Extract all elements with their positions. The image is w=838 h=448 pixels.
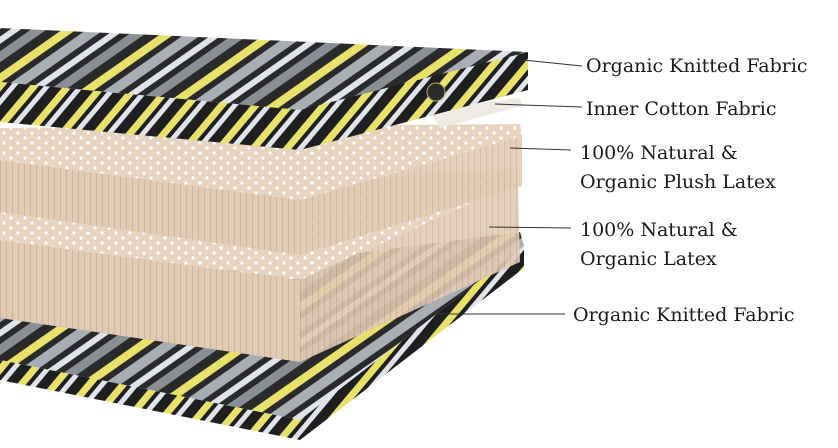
leader-line-latex — [488, 226, 572, 229]
label-inner-cotton: Inner Cotton Fabric — [586, 98, 777, 120]
label-latex: 100% Natural & Organic Latex — [580, 216, 738, 274]
label-bottom-fabric: Organic Knitted Fabric — [573, 304, 795, 326]
plush-latex-layer — [0, 124, 522, 255]
label-latex-line-1: 100% Natural & — [580, 219, 738, 241]
leader-lines — [437, 59, 583, 315]
label-latex-line-2: Organic Latex — [580, 248, 717, 270]
label-top-fabric: Organic Knitted Fabric — [586, 55, 808, 77]
leader-line-inner-cotton — [494, 103, 583, 108]
inner-cotton-layer — [430, 98, 522, 128]
label-plush-latex-line-1: 100% Natural & — [580, 142, 738, 164]
brand-badge-icon — [426, 82, 446, 102]
leader-line-top-fabric — [522, 59, 583, 67]
label-plush-latex: 100% Natural & Organic Plush Latex — [580, 139, 776, 197]
label-plush-latex-line-2: Organic Plush Latex — [580, 171, 776, 193]
top-fabric-layer — [0, 28, 528, 150]
leader-line-plush-latex — [509, 147, 572, 151]
